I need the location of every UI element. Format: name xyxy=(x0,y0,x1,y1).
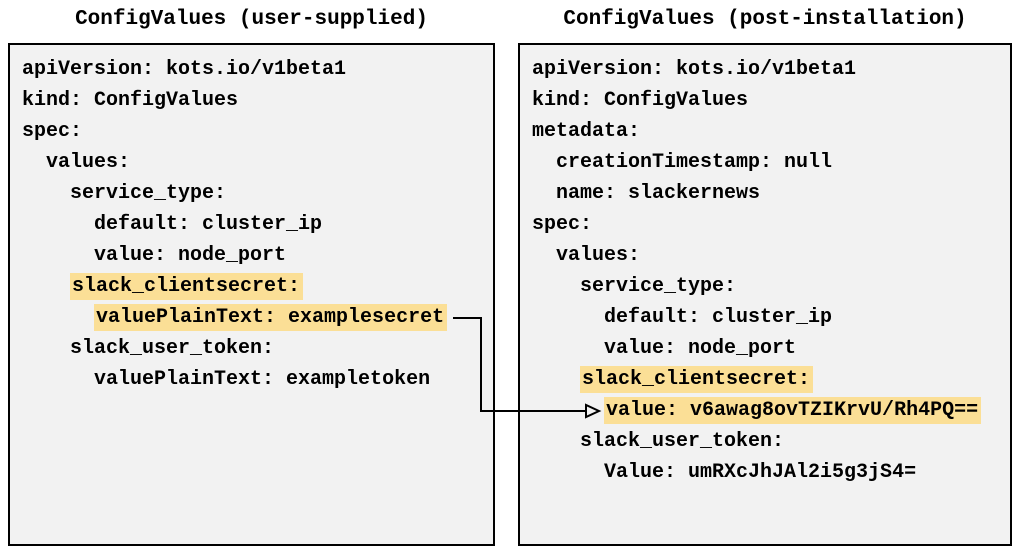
highlighted-text: value: v6awag8ovTZIKrvU/Rh4PQ== xyxy=(604,397,982,424)
code-indent xyxy=(22,275,70,298)
code-text: slack_user_token: xyxy=(580,430,785,453)
code-text: valuePlainText: exampletoken xyxy=(94,368,431,391)
code-line: kind: ConfigValues xyxy=(22,85,487,116)
code-indent xyxy=(22,182,70,205)
code-line: metadata: xyxy=(532,116,1004,147)
code-indent xyxy=(22,337,70,360)
code-line: spec: xyxy=(22,116,487,147)
highlighted-text: slack_clientsecret: xyxy=(70,273,304,300)
post-installation-panel-title: ConfigValues (post-installation) xyxy=(563,8,967,31)
code-line: valuePlainText: examplesecret xyxy=(22,302,487,333)
user-supplied-codebox: apiVersion: kots.io/v1beta1 kind: ConfigV… xyxy=(8,43,495,546)
code-indent xyxy=(532,275,580,298)
code-indent xyxy=(532,151,556,174)
code-text: slack_user_token: xyxy=(70,337,275,360)
code-line: kind: ConfigValues xyxy=(532,85,1004,116)
code-text: name: slackernews xyxy=(556,182,761,205)
code-indent xyxy=(532,461,604,484)
highlighted-text: slack_clientsecret: xyxy=(580,366,814,393)
code-indent xyxy=(532,182,556,205)
code-line: value: node_port xyxy=(22,240,487,271)
code-text: values: xyxy=(556,244,641,267)
highlighted-text: valuePlainText: examplesecret xyxy=(94,304,448,331)
code-text: creationTimestamp: null xyxy=(556,151,833,174)
code-text: metadata: xyxy=(532,120,641,143)
code-line: service_type: xyxy=(532,271,1004,302)
code-line: valuePlainText: exampletoken xyxy=(22,364,487,395)
code-indent xyxy=(532,399,604,422)
code-line: value: node_port xyxy=(532,333,1004,364)
code-text: spec: xyxy=(532,213,593,236)
code-text: kind: ConfigValues xyxy=(532,89,749,112)
code-text: default: cluster_ip xyxy=(94,213,323,236)
code-text: default: cluster_ip xyxy=(604,306,833,329)
code-indent xyxy=(22,213,94,236)
code-line: values: xyxy=(22,147,487,178)
code-line: spec: xyxy=(532,209,1004,240)
code-line: service_type: xyxy=(22,178,487,209)
code-text: value: node_port xyxy=(94,244,287,267)
code-line: slack_clientsecret: xyxy=(22,271,487,302)
code-indent xyxy=(532,368,580,391)
code-indent xyxy=(22,151,46,174)
code-line: default: cluster_ip xyxy=(22,209,487,240)
code-indent xyxy=(532,306,604,329)
code-text: apiVersion: kots.io/v1beta1 xyxy=(22,58,347,81)
code-text: values: xyxy=(46,151,131,174)
code-text: apiVersion: kots.io/v1beta1 xyxy=(532,58,857,81)
code-indent xyxy=(532,337,604,360)
code-indent xyxy=(22,244,94,267)
code-line: name: slackernews xyxy=(532,178,1004,209)
post-installation-codebox: apiVersion: kots.io/v1beta1 kind: ConfigV… xyxy=(518,43,1012,546)
code-text: Value: umRXcJhJAl2i5g3jS4= xyxy=(604,461,917,484)
user-supplied-panel-title: ConfigValues (user-supplied) xyxy=(75,8,428,31)
code-line: values: xyxy=(532,240,1004,271)
code-indent xyxy=(532,430,580,453)
code-line: slack_clientsecret: xyxy=(532,364,1004,395)
code-line: slack_user_token: xyxy=(22,333,487,364)
code-indent xyxy=(22,306,94,329)
code-text: spec: xyxy=(22,120,83,143)
code-text: value: node_port xyxy=(604,337,797,360)
code-line: default: cluster_ip xyxy=(532,302,1004,333)
code-text: service_type: xyxy=(580,275,737,298)
code-line: Value: umRXcJhJAl2i5g3jS4= xyxy=(532,457,1004,488)
code-line: slack_user_token: xyxy=(532,426,1004,457)
code-line: apiVersion: kots.io/v1beta1 xyxy=(532,54,1004,85)
code-text: kind: ConfigValues xyxy=(22,89,239,112)
code-line: value: v6awag8ovTZIKrvU/Rh4PQ== xyxy=(532,395,1004,426)
code-text: service_type: xyxy=(70,182,227,205)
code-indent xyxy=(22,368,94,391)
code-indent xyxy=(532,244,556,267)
code-line: creationTimestamp: null xyxy=(532,147,1004,178)
code-line: apiVersion: kots.io/v1beta1 xyxy=(22,54,487,85)
